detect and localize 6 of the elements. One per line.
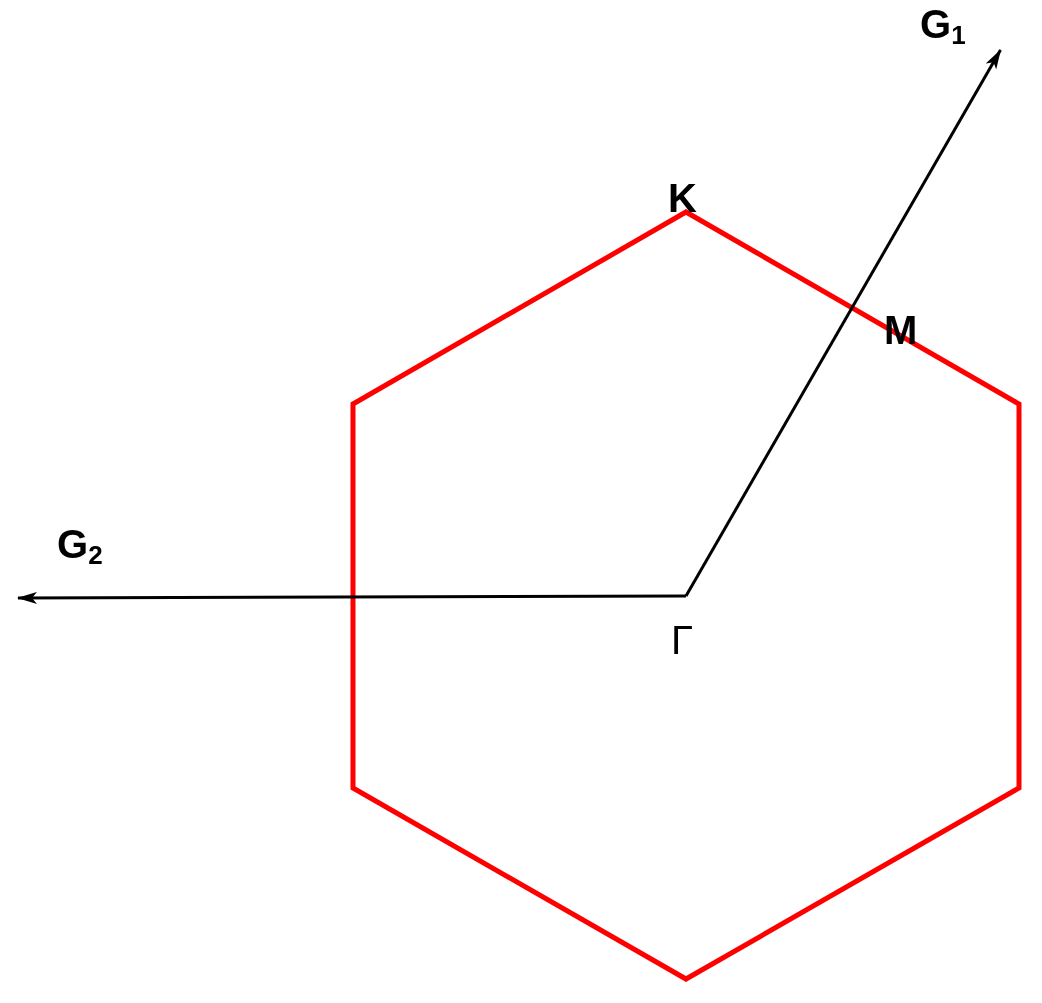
point-label: K [668,178,697,218]
vector-label: G$_{2}$ [18,524,118,604]
vector-label: G$_{1}$ [920,4,1020,50]
vector-arrow [17,591,686,604]
point-label: Γ [671,596,701,658]
vector-arrow [684,49,1002,597]
